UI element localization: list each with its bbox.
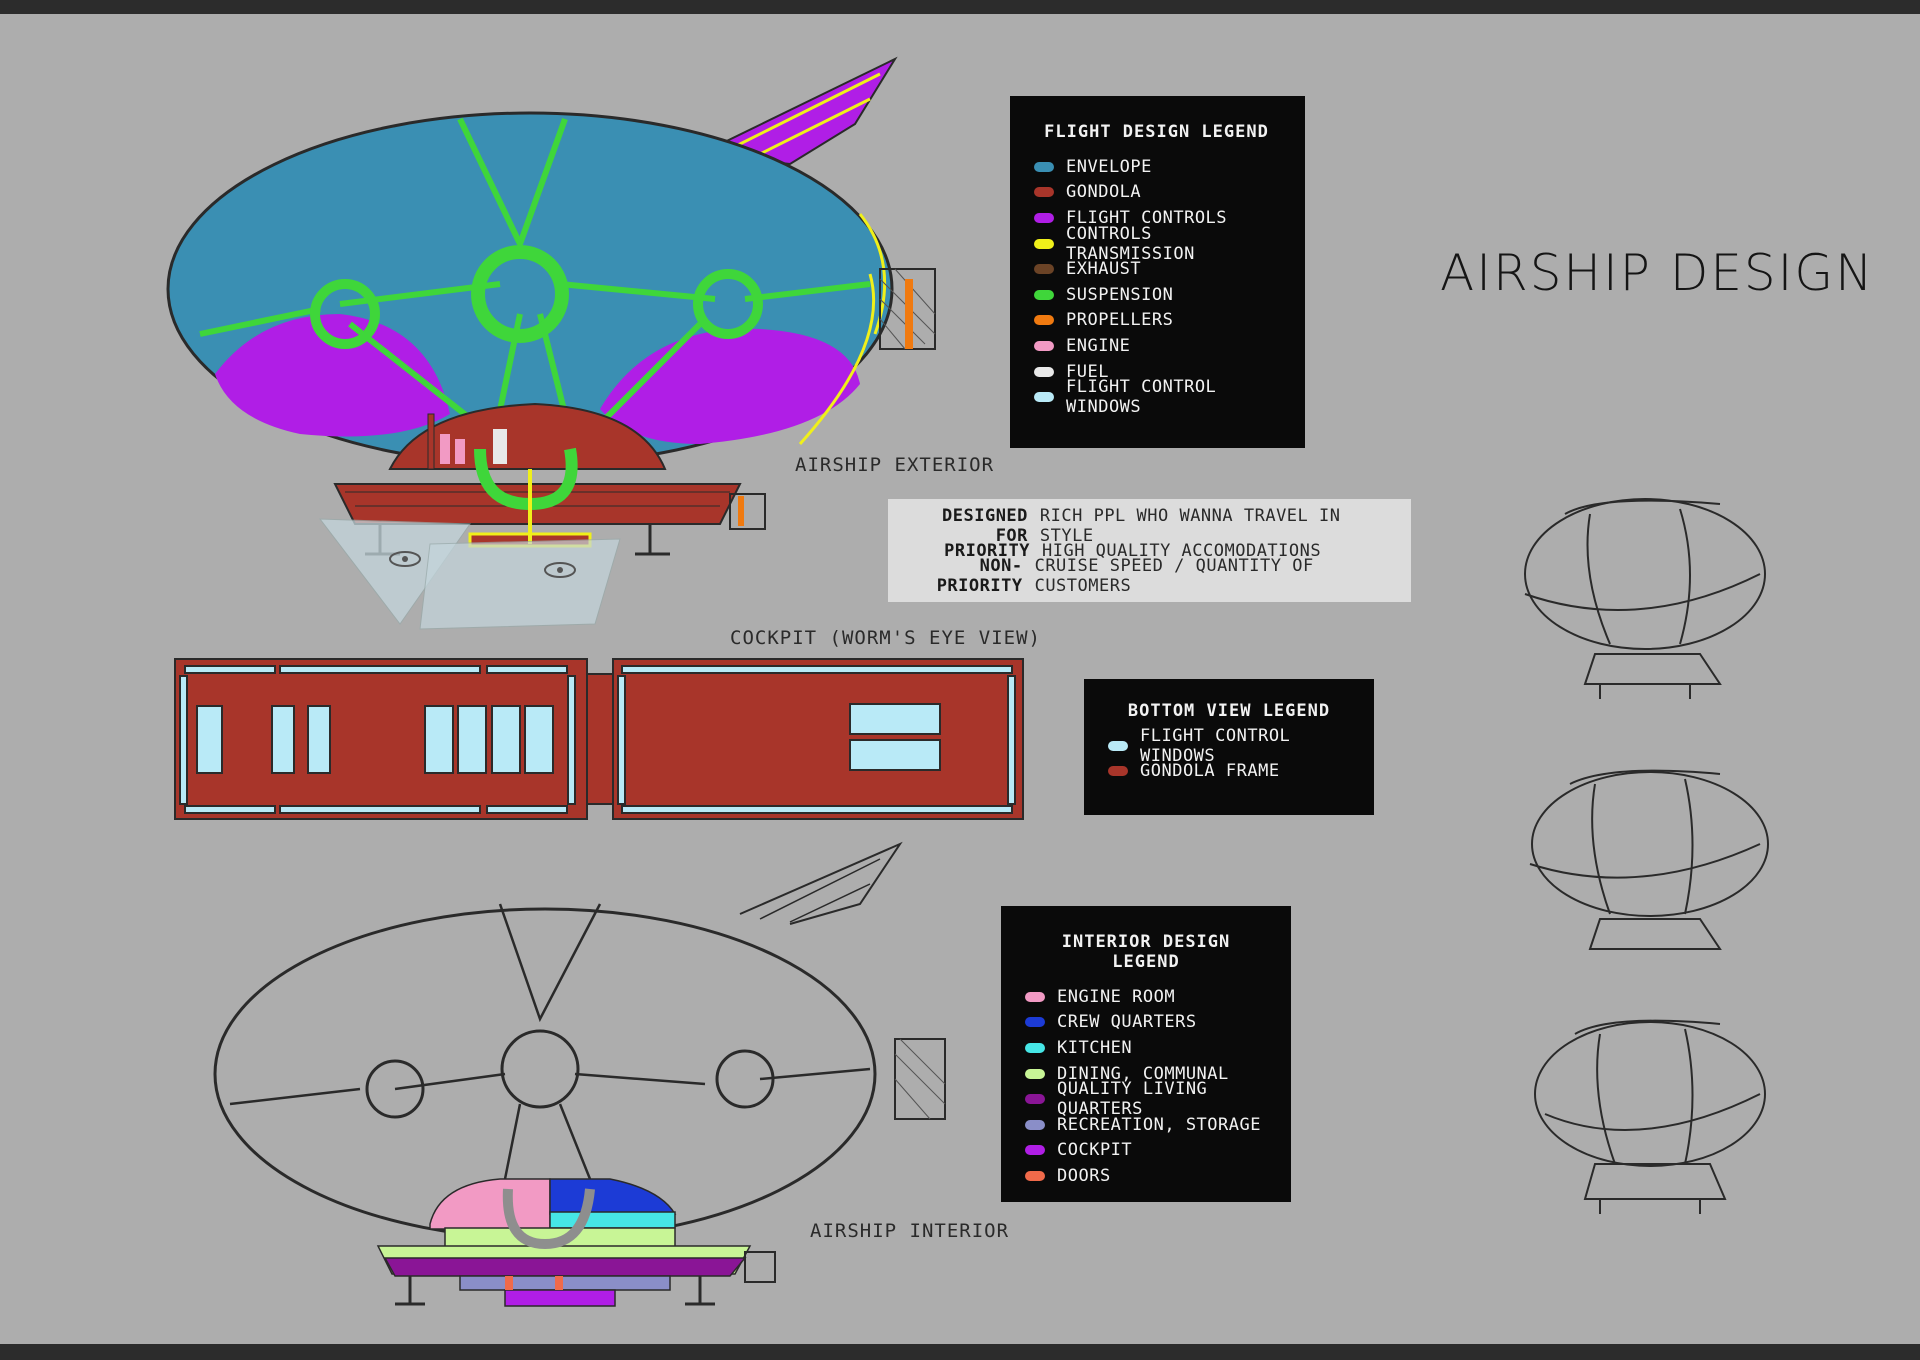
- list-item: RECREATION, STORAGE: [1025, 1112, 1267, 1138]
- color-swatch: [1025, 1094, 1045, 1105]
- list-item: KITCHEN: [1025, 1035, 1267, 1061]
- list-item: FLIGHT CONTROLS: [1034, 205, 1279, 231]
- list-item: ENGINE ROOM: [1025, 984, 1267, 1010]
- color-swatch: [1034, 238, 1054, 249]
- color-swatch: [1034, 392, 1054, 403]
- color-swatch: [1025, 991, 1045, 1002]
- list-item: EXHAUST: [1034, 256, 1279, 282]
- interior-design-legend: INTERIOR DESIGN LEGEND ENGINE ROOM CREW …: [1001, 906, 1291, 1202]
- top-bar: [0, 0, 1920, 14]
- color-swatch: [1034, 289, 1054, 300]
- list-item: GONDOLA: [1034, 180, 1279, 206]
- list-item: PROPELLERS: [1034, 308, 1279, 334]
- list-item: DINING, COMMUNAL: [1025, 1061, 1267, 1087]
- color-swatch: [1034, 315, 1054, 326]
- interior-label: AIRSHIP INTERIOR: [810, 1220, 1010, 1242]
- page-title: AIRSHIP DESIGN: [1440, 244, 1875, 302]
- airship-exterior-drawing: [166, 56, 936, 630]
- color-swatch: [1034, 264, 1054, 275]
- flight-design-legend: FLIGHT DESIGN LEGEND ENVELOPE GONDOLA FL…: [1010, 96, 1305, 448]
- list-item: SUSPENSION: [1034, 282, 1279, 308]
- cockpit-bottom-view-drawing: [174, 658, 1024, 820]
- color-swatch: [1108, 740, 1128, 751]
- bottom-legend-list: FLIGHT CONTROL WINDOWS GONDOLA FRAME: [1108, 726, 1350, 785]
- interior-legend-title: INTERIOR DESIGN LEGEND: [1061, 932, 1231, 972]
- color-swatch: [1108, 766, 1128, 777]
- color-swatch: [1034, 161, 1054, 172]
- color-swatch: [1025, 1068, 1045, 1079]
- color-swatch: [1025, 1170, 1045, 1181]
- front-view-sketches: [1524, 498, 1769, 1214]
- list-item: ENVELOPE: [1034, 154, 1279, 180]
- exterior-label: AIRSHIP EXTERIOR: [795, 454, 995, 476]
- list-item: COCKPIT: [1025, 1138, 1267, 1164]
- list-item: FUEL: [1034, 359, 1279, 385]
- list-item: FLIGHT CONTROL WINDOWS: [1034, 377, 1279, 417]
- flight-legend-list: ENVELOPE GONDOLA FLIGHT CONTROLS CONTROL…: [1034, 154, 1279, 417]
- color-swatch: [1034, 187, 1054, 198]
- color-swatch: [1025, 1119, 1045, 1130]
- list-item: CONTROLS TRANSMISSION: [1034, 224, 1279, 264]
- interior-legend-list: ENGINE ROOM CREW QUARTERS KITCHEN DINING…: [1025, 984, 1267, 1189]
- list-item: GONDOLA FRAME: [1108, 759, 1350, 785]
- list-item: FLIGHT CONTROL WINDOWS: [1108, 726, 1350, 766]
- flight-legend-title: FLIGHT DESIGN LEGEND: [1044, 122, 1269, 142]
- color-swatch: [1025, 1145, 1045, 1156]
- bottom-bar: [0, 1344, 1920, 1360]
- list-item: ENGINE: [1034, 333, 1279, 359]
- list-item: DOORS: [1025, 1163, 1267, 1189]
- list-item: QUALITY LIVING QUARTERS: [1025, 1079, 1267, 1119]
- cockpit-label: COCKPIT (WORM'S EYE VIEW): [730, 627, 1041, 649]
- bottom-legend-title: BOTTOM VIEW LEGEND: [1127, 701, 1331, 721]
- list-item: CREW QUARTERS: [1025, 1010, 1267, 1036]
- sketch-artwork: [166, 56, 1769, 1307]
- airship-interior-drawing: [213, 841, 946, 1307]
- color-swatch: [1034, 212, 1054, 223]
- design-sheet: FLIGHT DESIGN LEGEND ENVELOPE GONDOLA FL…: [0, 14, 1920, 1344]
- color-swatch: [1034, 340, 1054, 351]
- bottom-view-legend: BOTTOM VIEW LEGEND FLIGHT CONTROL WINDOW…: [1084, 679, 1374, 815]
- color-swatch: [1025, 1042, 1045, 1053]
- color-swatch: [1034, 366, 1054, 377]
- color-swatch: [1025, 1017, 1045, 1028]
